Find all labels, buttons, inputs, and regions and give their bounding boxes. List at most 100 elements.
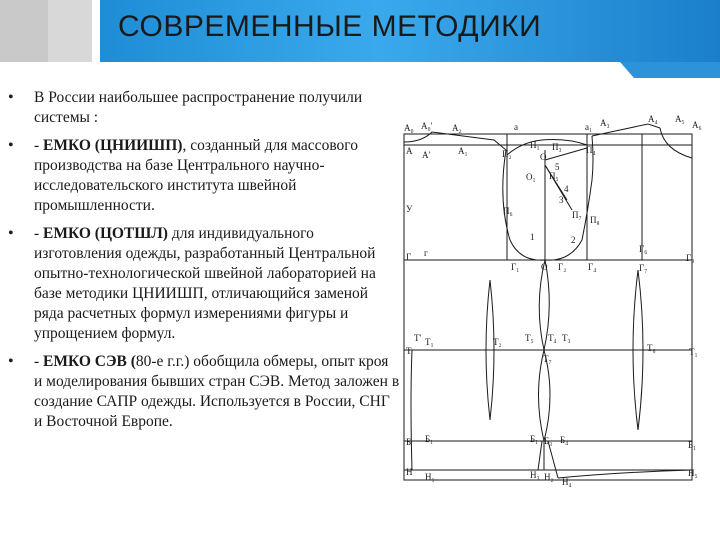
diagram-label: Б₁ [530, 434, 538, 444]
side-seam-flare-right [547, 440, 559, 479]
diagram-label: Б₁ [688, 440, 696, 450]
diagram-label: а [514, 122, 518, 132]
diagram-label: Н₃ [530, 470, 540, 480]
back-center-line [410, 349, 413, 471]
header-tab-accent [620, 62, 720, 78]
header-bar [100, 0, 720, 62]
diagram-label: Г₇ [639, 263, 647, 273]
diagram-label: Б₃ [544, 436, 552, 446]
front-waist-dart [632, 269, 644, 431]
diagram-label: Т₄ [548, 333, 557, 343]
arc-top [506, 139, 588, 156]
diagram-label: 2 [571, 235, 576, 245]
diagram-label: А₁ [458, 146, 468, 156]
diagram-label: Г₄ [588, 262, 596, 272]
side-seam-flare-left [537, 440, 543, 471]
diagram-label: Н [406, 467, 413, 477]
bullet-marker: • [8, 137, 14, 154]
page-title: СОВРЕМЕННЫЕ МЕТОДИКИ [118, 10, 542, 43]
bullet-item: • - ЕМКО (ЦНИИШП), созданный для массовог… [8, 136, 400, 216]
diagram-label: Б₁ [425, 434, 433, 444]
diagram-label: Б₄ [560, 435, 568, 445]
diagram-label: Г₁ [511, 262, 519, 272]
diagram-label: П₅ [549, 171, 559, 181]
bullet-text: В России наибольшее распространение полу… [34, 89, 363, 126]
bullet-marker: • [8, 353, 14, 370]
back-shoulder [403, 131, 507, 151]
diagram-label: Н₂ [544, 472, 554, 482]
diagram-label: А₃ [600, 118, 610, 128]
diagram-label: 1 [530, 232, 535, 242]
diagram-label: а₁ [585, 122, 592, 132]
diagram-label: П₂ [502, 149, 512, 159]
diagram-label: П₆ [503, 206, 513, 216]
diagram-label: А' [422, 150, 430, 160]
diagram-label: П₄ [586, 145, 596, 155]
diagram-label: Г₆ [639, 244, 647, 254]
diagram-label: Т₇ [543, 354, 552, 364]
grid-frame [403, 133, 693, 481]
bullet-bold-text: ЕМКО (ЦНИИШП) [43, 137, 183, 154]
diagram-label: П₃ [552, 142, 562, 152]
diagram-label: Н₁ [425, 472, 435, 482]
diagram-label: Г [406, 252, 411, 262]
bullet-marker: • [8, 89, 14, 106]
header-gray-block-inner [48, 0, 92, 62]
bullet-text: - [34, 137, 44, 154]
construction-line-3 [544, 164, 568, 201]
diagram-label: Т' [414, 333, 421, 343]
bullet-text: - [34, 225, 44, 242]
bullet-item: • - ЕМКО СЭВ (80-е г.г.) обобщила обмеры… [8, 352, 400, 432]
diagram-label: Б [406, 437, 411, 447]
bullet-list: • В России наибольшее распространение по… [8, 88, 400, 440]
front-shoulder [591, 123, 661, 137]
diagram-label: Т₁ [425, 337, 434, 347]
bullet-text: 80-е г.г.) обобщила обмеры, опыт кроя и … [34, 353, 400, 430]
bullet-bold-text: ЕМКО (ЦОТШЛ) [43, 225, 168, 242]
diagram-label: П₈ [590, 215, 600, 225]
diagram-label: А₆ [692, 120, 702, 130]
diagram-label: А [406, 146, 413, 156]
bullet-text: для индивидуального изготовления одежды,… [34, 225, 376, 342]
bullet-item: • В России наибольшее распространение по… [8, 88, 400, 128]
diagram-label: А₀ [404, 123, 414, 133]
bullet-item: • - ЕМКО (ЦОТШЛ) для индивидуального изго… [8, 224, 400, 344]
diagram-label: А₀' [421, 121, 433, 131]
diagram-label: П₇ [572, 210, 582, 220]
diagram-label: 4 [564, 184, 569, 194]
diagram-label: Н₅ [688, 468, 698, 478]
diagram-label: Т₅ [525, 333, 534, 343]
diagram-label: Т₃ [562, 333, 571, 343]
front-hem [557, 469, 693, 479]
bullet-text: - [34, 353, 44, 370]
header-separator [92, 0, 100, 62]
diagram-label: Г₂ [558, 262, 566, 272]
diagram-label: О [540, 152, 547, 162]
diagram-lines [403, 123, 693, 481]
diagram-label: А₅ [675, 114, 685, 124]
diagram-label: О [541, 262, 548, 272]
diagram-label: П₁ [530, 140, 540, 150]
bullet-bold-text: ЕМКО СЭВ ( [43, 353, 136, 370]
diagram-label: 5 [555, 162, 560, 172]
pattern-diagram: А₀ А₀' А₂ а а₁ А₃ А₄ А₅ А₆ А А' А₁ П₁ П₂ П₃ О П₄ О₁ 5П₅ 43У… [403, 114, 702, 487]
diagram-label: Т₁ [689, 347, 698, 357]
armhole-curve [502, 135, 594, 261]
construction-line-1 [544, 147, 588, 161]
diagram-label: Т [406, 346, 412, 356]
bullet-text: , созданный для массового производства н… [34, 137, 359, 214]
diagram-label: А₄ [648, 114, 658, 124]
diagram-label: 3 [559, 195, 564, 205]
diagram-label: Т₂ [493, 337, 502, 347]
diagram-label: г [424, 248, 428, 258]
diagram-label: О₁ [526, 172, 536, 182]
bullet-marker: • [8, 225, 14, 242]
front-neckline [659, 127, 693, 159]
diagram-label: У [406, 204, 413, 214]
diagram-label: А₂ [452, 123, 462, 133]
diagram-label: Г₃ [686, 253, 694, 263]
diagram-label: Н₄ [562, 477, 572, 487]
back-waist-dart [485, 279, 495, 421]
diagram-label: Т₆ [647, 343, 656, 353]
diagram-labels: А₀ А₀' А₂ а а₁ А₃ А₄ А₅ А₆ А А' А₁ П₁ П₂ П₃ О П₄ О₁ 5П₅ 43У… [404, 114, 702, 487]
